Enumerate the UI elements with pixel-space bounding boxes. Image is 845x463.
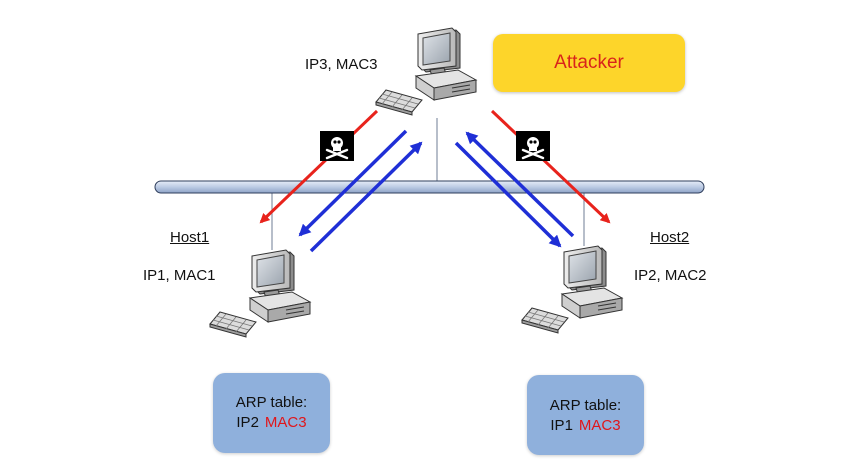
host2-name: Host2 (650, 229, 690, 246)
host2-address: IP2, MAC2 (634, 267, 707, 284)
traffic-arrow-attacker-to-host1 (298, 129, 408, 237)
arp-entry-mac: MAC3 (578, 417, 621, 434)
arp-table-host2: ARP table: IP1 MAC3 (527, 375, 644, 455)
attacker-address: IP3, MAC3 (305, 56, 378, 73)
arp-table-host1: ARP table: IP2 MAC3 (213, 373, 330, 453)
arp-table-title: ARP table: (549, 397, 622, 414)
arp-entry-ip: IP2 (236, 414, 259, 431)
traffic-arrow-host1-to-attacker (309, 141, 423, 253)
host1-address: IP1, MAC1 (143, 267, 216, 284)
skull-crossbones-icon (318, 129, 356, 163)
spoof-arrow-to-host1 (259, 109, 379, 224)
attacker-badge: Attacker (493, 34, 685, 92)
traffic-arrow-host2-to-attacker (465, 131, 575, 238)
arp-entry-mac: MAC3 (264, 414, 307, 431)
arp-entry-ip: IP1 (550, 417, 573, 434)
attacker-label: Attacker (554, 52, 624, 73)
skull-crossbones-icon (514, 129, 552, 163)
traffic-arrow-attacker-to-host2 (454, 141, 562, 248)
host2-computer-icon (521, 245, 623, 334)
host1-computer-icon (209, 249, 311, 338)
attacker-computer-icon (375, 27, 477, 116)
host1-name: Host1 (170, 229, 210, 246)
arp-table-title: ARP table: (235, 394, 308, 411)
spoof-arrow-to-host2 (490, 109, 611, 224)
network-bus (154, 180, 705, 194)
